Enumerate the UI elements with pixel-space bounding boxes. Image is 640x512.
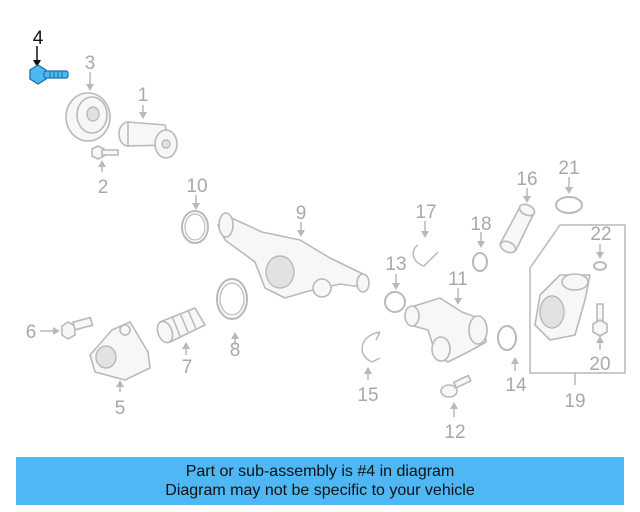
part-12-bolt <box>440 374 472 417</box>
part-11-water-inlet <box>404 288 488 363</box>
part-10-o-ring <box>181 195 209 244</box>
part-3-pulley <box>65 72 111 142</box>
part-5-housing <box>89 321 151 392</box>
callout-16: 16 <box>516 169 537 190</box>
callout-20: 20 <box>589 354 610 375</box>
part-20-bolt <box>592 303 608 350</box>
callout-18: 18 <box>470 214 491 235</box>
callout-4[interactable]: 4 <box>33 28 44 49</box>
callout-12: 12 <box>444 422 465 443</box>
banner-line-2: Diagram may not be specific to your vehi… <box>165 482 475 499</box>
callout-13: 13 <box>385 254 406 275</box>
callout-15: 15 <box>357 385 378 406</box>
part-8-gasket <box>216 278 248 345</box>
callout-11: 11 <box>448 269 468 290</box>
part-18-o-ring <box>472 232 488 272</box>
callout-2: 2 <box>98 177 109 198</box>
part-7-thermostat <box>156 307 206 355</box>
info-banner: Part or sub-assembly is #4 in diagram Di… <box>16 457 624 505</box>
banner-line-1: Part or sub-assembly is #4 in diagram <box>185 463 455 480</box>
callout-8: 8 <box>230 340 241 361</box>
part-13-o-ring <box>384 274 406 313</box>
callout-5: 5 <box>115 398 126 419</box>
part-14-o-ring <box>497 325 519 371</box>
part-19-assembly <box>529 224 626 385</box>
callout-7: 7 <box>182 357 193 378</box>
part-4-bolt[interactable] <box>29 46 69 85</box>
callout-17: 17 <box>415 202 436 223</box>
part-21-o-ring <box>555 177 583 214</box>
callout-14: 14 <box>505 375 527 396</box>
callout-3: 3 <box>85 53 96 74</box>
part-16-sensor <box>499 188 536 254</box>
callout-9: 9 <box>296 203 307 224</box>
part-1-water-pump <box>118 105 178 159</box>
parts-diagram: 1 2 3 4 5 6 7 8 9 10 11 12 13 14 15 16 1… <box>26 28 626 443</box>
part-2-bolt <box>91 145 119 172</box>
callout-10: 10 <box>186 176 207 197</box>
part-15-clip <box>361 331 381 380</box>
part-6-bolt <box>40 316 94 340</box>
callout-1: 1 <box>138 85 149 106</box>
callout-6: 6 <box>26 322 37 343</box>
part-9-water-outlet <box>217 212 370 299</box>
callout-22: 22 <box>590 224 611 245</box>
callout-19: 19 <box>564 391 585 412</box>
part-22-o-ring <box>593 244 607 271</box>
callout-21: 21 <box>558 158 579 179</box>
part-17-clip <box>412 221 439 267</box>
